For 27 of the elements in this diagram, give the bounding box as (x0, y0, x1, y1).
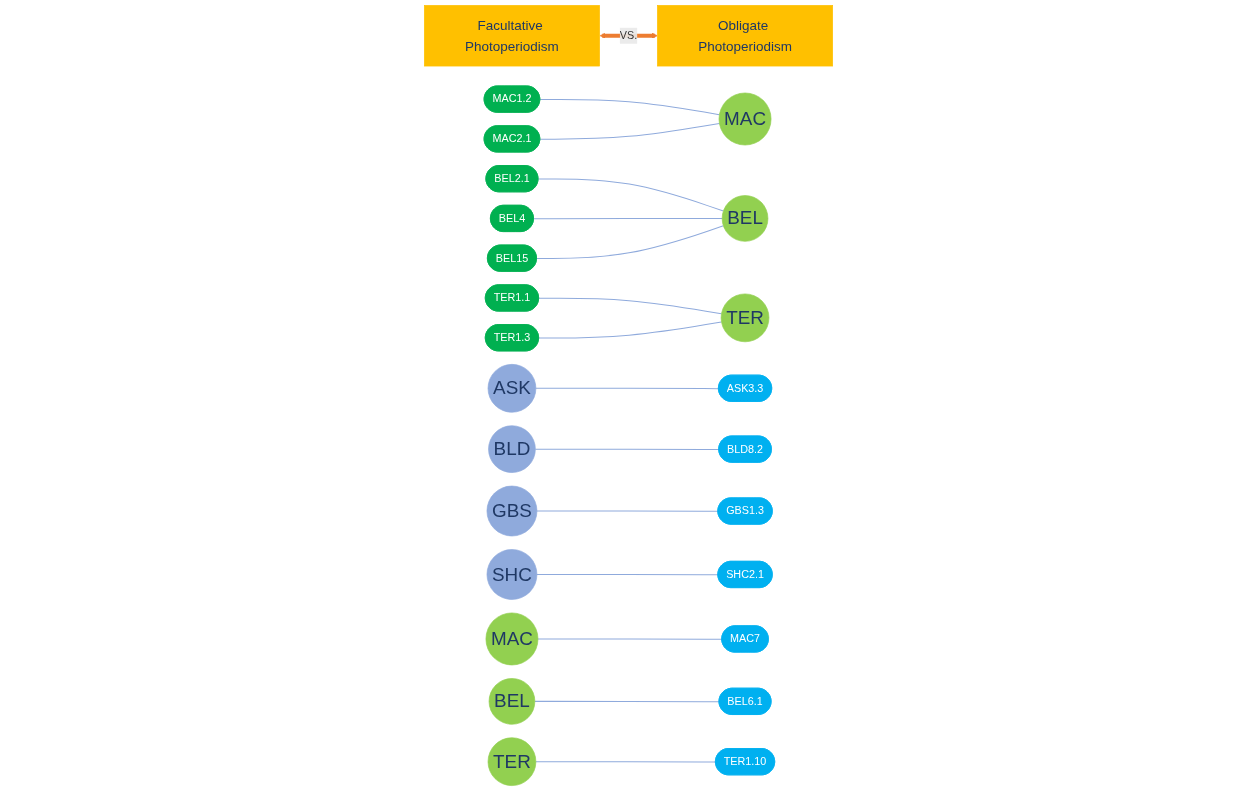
connector (535, 387, 720, 390)
connector (538, 297, 722, 315)
edge-label: VS. (619, 29, 638, 42)
connector (533, 217, 723, 220)
node-circle: MAC (718, 92, 772, 146)
connector (536, 225, 724, 260)
node-box: Obligate Photoperiodism (657, 5, 833, 67)
node-circle: SHC (486, 549, 538, 600)
connector (534, 448, 720, 450)
node-circle: BEL (488, 678, 536, 725)
connector (537, 638, 723, 640)
node-circle: TER (487, 737, 537, 786)
connector (536, 510, 719, 512)
connector (536, 573, 719, 576)
node-circle: TER (720, 293, 770, 343)
node-circle: ASK (487, 364, 537, 413)
node-circle: BEL (721, 195, 769, 242)
connector (539, 122, 720, 140)
node-box: Facultative Photoperiodism (424, 5, 600, 67)
node-circle: BLD (488, 425, 536, 473)
connector (539, 98, 720, 116)
connector (538, 321, 722, 339)
node-circle: GBS (486, 485, 538, 537)
connector (534, 700, 720, 703)
connector (537, 178, 724, 212)
connector (535, 761, 717, 763)
node-circle: MAC (485, 612, 539, 666)
